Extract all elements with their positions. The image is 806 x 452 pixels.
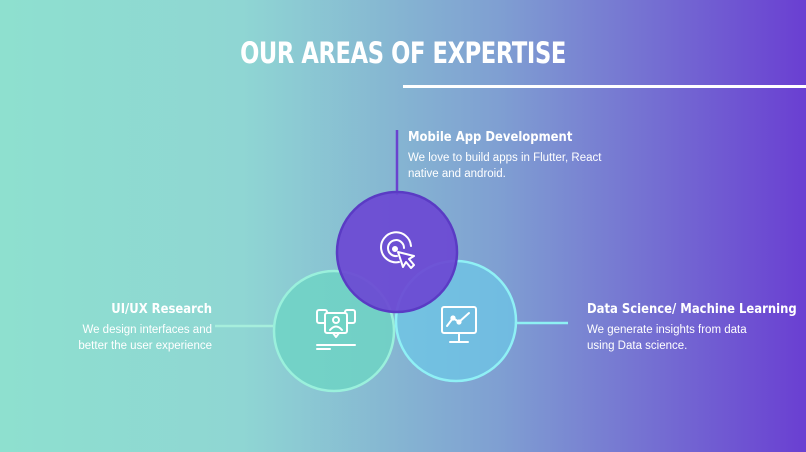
page-title: OUR AREAS OF EXPERTISE: [240, 36, 566, 70]
description-line: We love to build apps in Flutter, React: [408, 152, 602, 164]
area-description: We love to build apps in Flutter, React …: [408, 151, 628, 182]
area-mobile-app: Mobile App Development We love to build …: [408, 129, 628, 182]
analytics-monitor-icon: [441, 306, 477, 343]
title-underline: [403, 85, 806, 88]
area-heading: Mobile App Development: [408, 129, 573, 145]
area-data-science: Data Science/ Machine Learning We genera…: [587, 301, 797, 354]
area-description: We generate insights from data using Dat…: [587, 323, 787, 354]
area-heading: UI/UX Research: [111, 301, 212, 317]
area-description: We design interfaces and better the user…: [40, 323, 212, 354]
description-line: native and android.: [408, 167, 506, 180]
target-cursor-icon: [380, 231, 415, 269]
area-heading: Data Science/ Machine Learning: [587, 301, 797, 317]
area-uiux-research: UI/UX Research We design interfaces and …: [40, 301, 212, 354]
description-line: We design interfaces and: [82, 324, 212, 336]
description-line: We generate insights from data: [587, 324, 747, 336]
user-research-icon: [316, 309, 356, 350]
description-line: using Data science.: [587, 339, 688, 352]
description-line: better the user experience: [78, 339, 212, 352]
